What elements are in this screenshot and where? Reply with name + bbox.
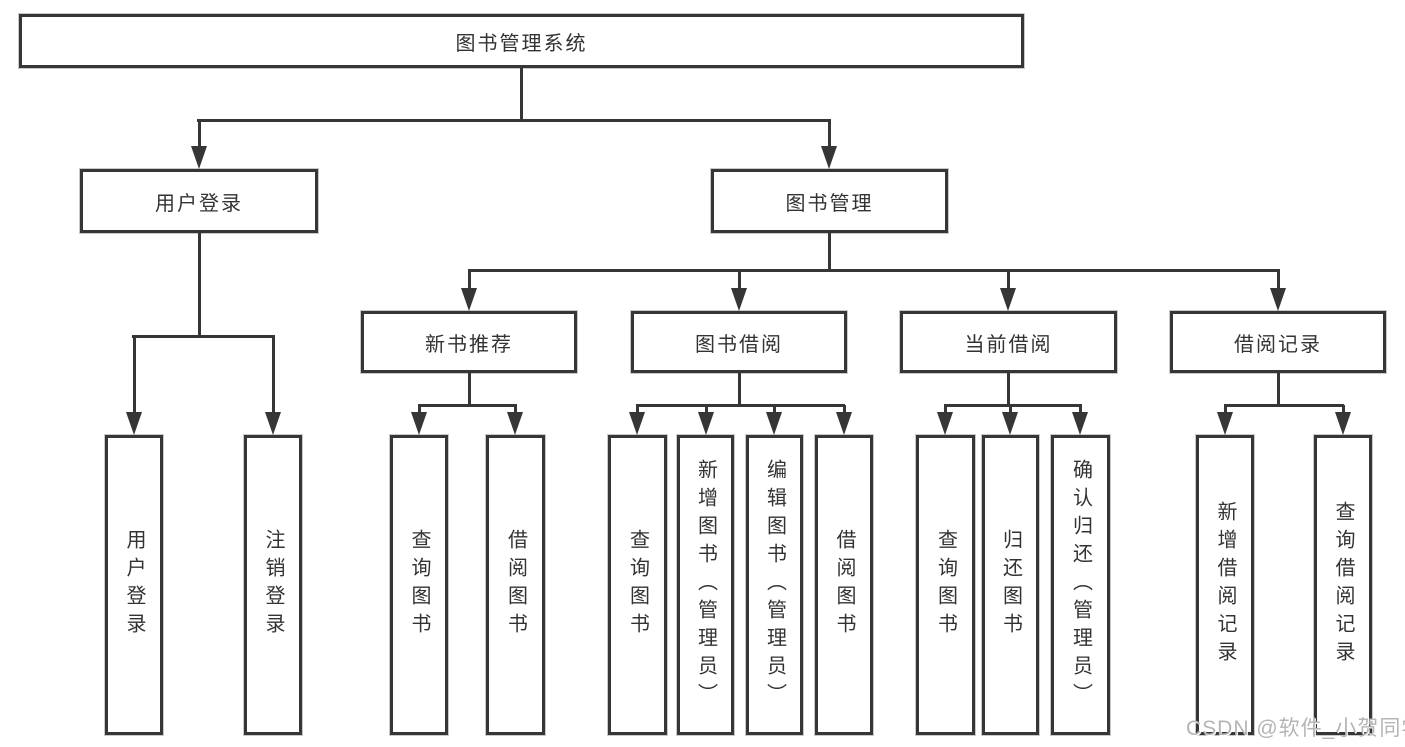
arrowhead-down-icon (698, 412, 714, 435)
connector-line (705, 405, 708, 415)
leaf-user-login: 用户登录 (105, 435, 163, 735)
node-label: 新增借阅记录 (1214, 501, 1236, 669)
node-label: 当前借阅 (964, 333, 1053, 356)
arrowhead-down-icon (265, 412, 281, 435)
leaf-query-books-recommend: 查询图书 (390, 435, 448, 735)
node-label: 确认归还（管理员） (1069, 459, 1092, 711)
node-label: 查询图书 (626, 529, 649, 641)
leaf-borrow-books-borrowing: 借阅图书 (815, 435, 873, 735)
leaf-borrow-books-recommend: 借阅图书 (486, 435, 545, 735)
arrowhead-down-icon (629, 412, 645, 435)
connector-line (636, 404, 845, 407)
arrowhead-down-icon (821, 146, 837, 169)
connector-line (843, 405, 846, 415)
node-user-login: 用户登录 (80, 169, 318, 233)
node-current-borrowing: 当前借阅 (900, 311, 1117, 373)
connector-line (468, 269, 1280, 272)
node-label: 用户登录 (123, 529, 145, 641)
leaf-query-books-current: 查询图书 (916, 435, 975, 735)
node-label: 查询图书 (934, 529, 957, 641)
leaf-return-books: 归还图书 (982, 435, 1039, 735)
node-label: 借阅图书 (504, 529, 527, 641)
leaf-query-books-borrowing: 查询图书 (608, 435, 667, 735)
connector-line (468, 270, 471, 290)
connector-line (1224, 405, 1227, 415)
connector-line (132, 335, 275, 338)
arrowhead-down-icon (836, 412, 852, 435)
node-label: 用户登录 (155, 192, 243, 215)
node-label: 图书管理系统 (455, 32, 588, 55)
arrowhead-down-icon (507, 412, 523, 435)
node-label: 新书推荐 (425, 333, 513, 356)
node-label: 图书管理 (785, 192, 874, 215)
arrowhead-down-icon (1217, 412, 1233, 435)
connector-line (944, 404, 1082, 407)
connector-line (468, 373, 471, 406)
connector-line (1009, 405, 1012, 415)
arrowhead-down-icon (937, 412, 953, 435)
connector-line (418, 405, 421, 415)
connector-line (272, 336, 275, 414)
connector-line (944, 405, 947, 415)
connector-line (418, 404, 517, 407)
node-borrowing-records: 借阅记录 (1170, 311, 1386, 373)
arrowhead-down-icon (1270, 288, 1286, 311)
leaf-add-borrow-record: 新增借阅记录 (1196, 435, 1254, 735)
node-label: 借阅图书 (833, 529, 855, 641)
leaf-logout: 注销登录 (244, 435, 302, 735)
leaf-add-book-admin: 新增图书（管理员） (677, 435, 734, 735)
connector-line (198, 120, 201, 148)
node-label: 查询借阅记录 (1332, 501, 1354, 669)
node-label: 查询图书 (408, 529, 430, 641)
connector-line (1224, 404, 1344, 407)
connector-line (514, 405, 517, 415)
node-label: 借阅记录 (1234, 333, 1322, 356)
arrowhead-down-icon (191, 146, 207, 169)
connector-line (1342, 405, 1345, 415)
connector-line (636, 405, 639, 415)
csdn-watermark: CSDN @软件_小贺同学 (1186, 717, 1405, 740)
node-label: 归还图书 (999, 529, 1022, 641)
node-new-book-recommendation: 新书推荐 (361, 311, 577, 373)
connector-line (828, 120, 831, 148)
node-book-management: 图书管理 (711, 169, 948, 233)
arrowhead-down-icon (731, 288, 747, 311)
arrowhead-down-icon (411, 412, 427, 435)
leaf-edit-book-admin: 编辑图书（管理员） (746, 435, 803, 735)
connector-line (738, 270, 741, 290)
node-label: 图书借阅 (695, 333, 783, 356)
connector-line (520, 68, 523, 122)
arrowhead-down-icon (1000, 288, 1016, 311)
connector-line (1277, 270, 1280, 290)
connector-line (197, 119, 831, 122)
arrowhead-down-icon (1072, 412, 1088, 435)
leaf-confirm-return-admin: 确认归还（管理员） (1051, 435, 1110, 735)
node-library-management-system: 图书管理系统 (19, 14, 1024, 68)
connector-line (828, 233, 831, 271)
connector-line (198, 233, 201, 337)
node-label: 注销登录 (262, 529, 284, 641)
connector-line (1007, 270, 1010, 290)
arrowhead-down-icon (1002, 412, 1018, 435)
connector-line (1079, 405, 1082, 415)
leaf-query-borrow-record: 查询借阅记录 (1314, 435, 1372, 735)
connector-line (133, 336, 136, 414)
arrowhead-down-icon (461, 288, 477, 311)
node-book-borrowing: 图书借阅 (631, 311, 847, 373)
connector-line (1007, 373, 1010, 406)
arrowhead-down-icon (766, 412, 782, 435)
node-label: 编辑图书（管理员） (763, 459, 786, 711)
connector-line (1277, 373, 1280, 406)
connector-line (773, 405, 776, 415)
connector-line (738, 373, 741, 406)
node-label: 新增图书（管理员） (694, 459, 717, 711)
arrowhead-down-icon (126, 412, 142, 435)
arrowhead-down-icon (1335, 412, 1351, 435)
